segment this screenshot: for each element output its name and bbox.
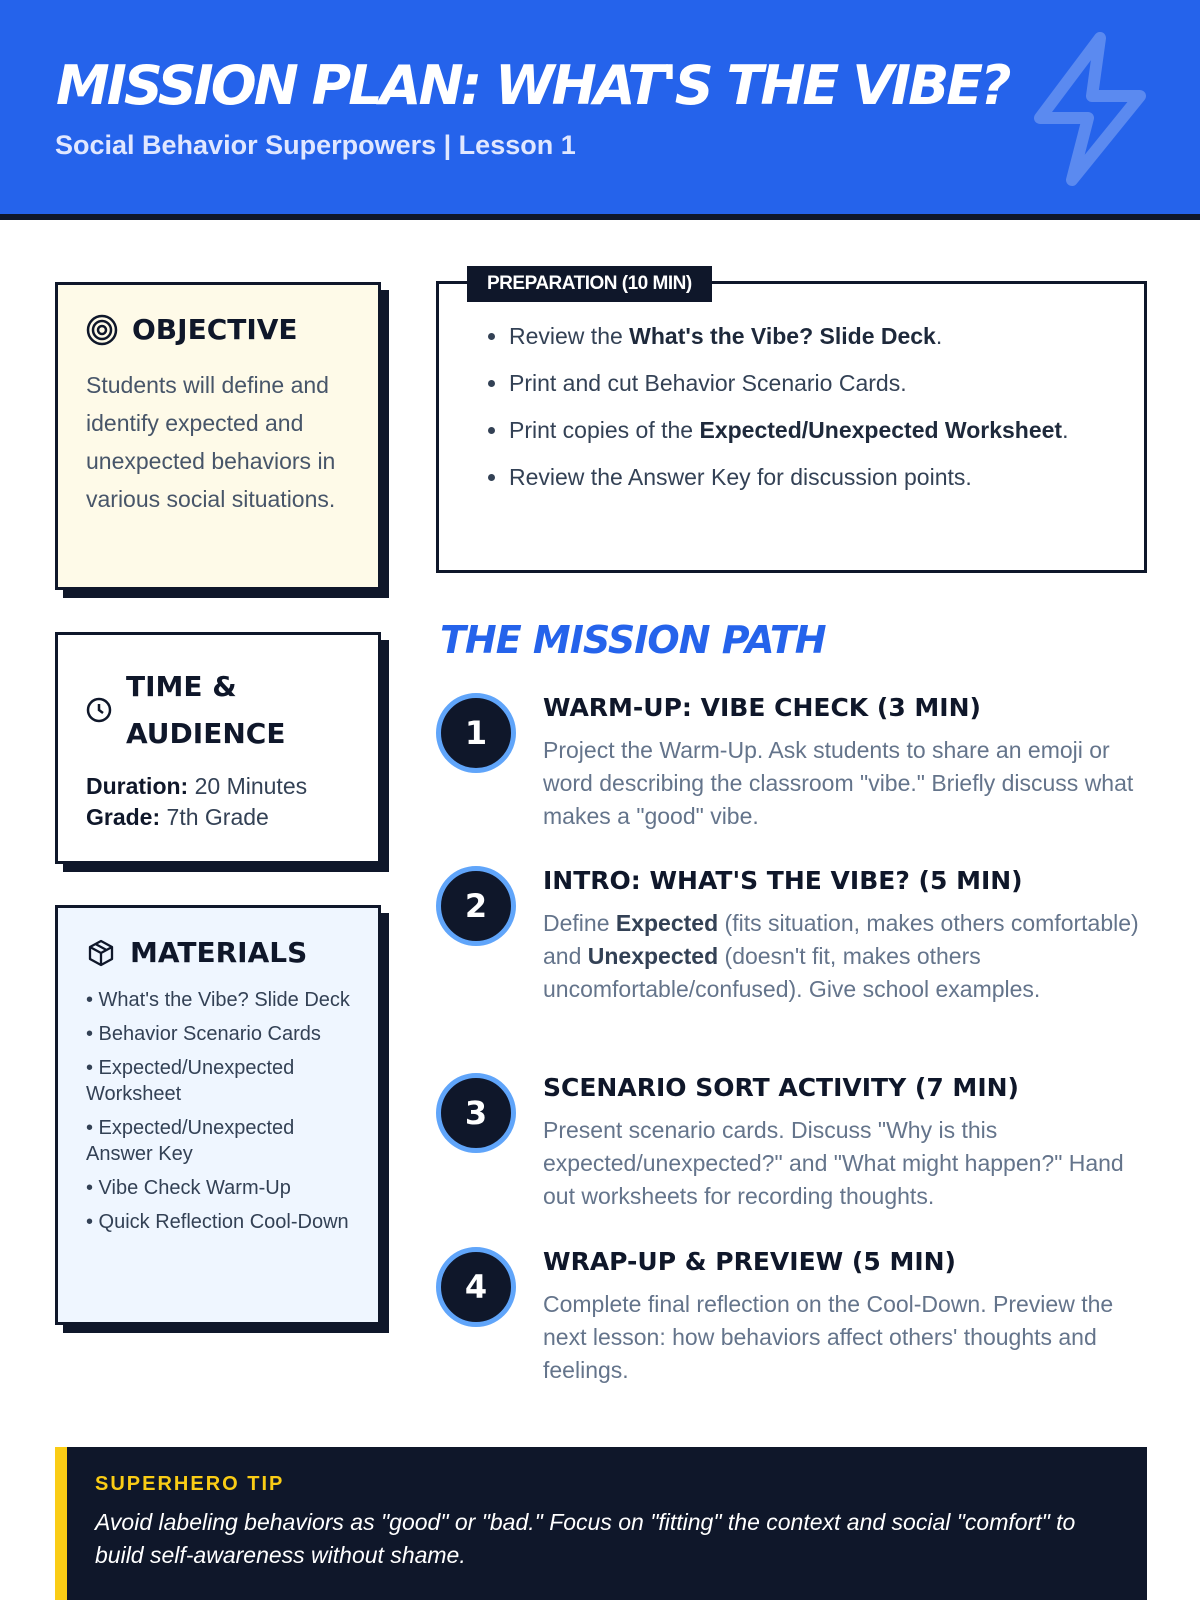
material-item: • Behavior Scenario Cards <box>86 1023 321 1045</box>
step-number: 1 <box>436 693 516 773</box>
page-title: MISSION PLAN: WHAT'S THE VIBE? <box>56 54 1011 117</box>
step-text: Present scenario cards. Discuss "Why is … <box>543 1117 1124 1209</box>
step-2: 2 INTRO: WHAT'S THE VIBE? (5 MIN) Define… <box>436 866 1156 1006</box>
materials-card: MATERIALS • What's the Vibe? Slide Deck … <box>55 905 381 1325</box>
step-title: SCENARIO SORT ACTIVITY (7 MIN) <box>543 1073 1019 1102</box>
step-number: 4 <box>436 1247 516 1327</box>
step-title: WARM-UP: VIBE CHECK (3 MIN) <box>543 693 981 722</box>
step-text: Project the Warm-Up. Ask students to sha… <box>543 737 1134 829</box>
grade-label: Grade: <box>86 804 161 830</box>
time-audience-card: TIME & AUDIENCE Duration: 20 Minutes Gra… <box>55 632 381 864</box>
material-item: • Expected/Unexpected Answer Key <box>86 1117 295 1165</box>
material-item: • Quick Reflection Cool-Down <box>86 1211 349 1233</box>
duration-value: 20 Minutes <box>188 773 308 799</box>
objective-card: OBJECTIVE Students will define and ident… <box>55 282 381 590</box>
material-item: • Vibe Check Warm-Up <box>86 1177 291 1199</box>
material-item: • Expected/Unexpected Worksheet <box>86 1057 295 1105</box>
lightning-icon <box>1034 32 1146 186</box>
step-4: 4 WRAP-UP & PREVIEW (5 MIN) Complete fin… <box>436 1247 1156 1387</box>
preparation-tag: PREPARATION (10 MIN) <box>467 266 712 302</box>
step-3: 3 SCENARIO SORT ACTIVITY (7 MIN) Present… <box>436 1073 1156 1213</box>
step-number: 3 <box>436 1073 516 1153</box>
mission-path-title: THE MISSION PATH <box>440 618 827 662</box>
step-1: 1 WARM-UP: VIBE CHECK (3 MIN) Project th… <box>436 693 1156 833</box>
tip-text: Avoid labeling behaviors as "good" or "b… <box>95 1509 1076 1568</box>
prep-item: Review the Answer Key for discussion poi… <box>509 461 1104 494</box>
step-text: Define Expected (fits situation, makes o… <box>543 910 1139 1002</box>
preparation-box: PREPARATION (10 MIN) Review the What's t… <box>436 266 1147 573</box>
step-text: Complete final reflection on the Cool-Do… <box>543 1291 1114 1383</box>
time-heading: TIME & AUDIENCE <box>126 670 286 750</box>
prep-item: Review the What's the Vibe? Slide Deck. <box>509 320 1104 353</box>
grade-value: 7th Grade <box>160 804 269 830</box>
clock-icon <box>86 697 112 723</box>
prep-item: Print copies of the Expected/Unexpected … <box>509 414 1104 447</box>
objective-heading: OBJECTIVE <box>132 313 298 346</box>
superhero-tip: SUPERHERO TIP Avoid labeling behaviors a… <box>55 1447 1147 1600</box>
page-subtitle: Social Behavior Superpowers | Lesson 1 <box>55 130 576 160</box>
materials-heading: MATERIALS <box>130 936 308 969</box>
duration-label: Duration: <box>86 773 189 799</box>
tip-heading: SUPERHERO TIP <box>95 1473 285 1495</box>
objective-text: Students will define and identify expect… <box>86 372 336 512</box>
target-icon <box>86 314 118 345</box>
header: MISSION PLAN: WHAT'S THE VIBE? Social Be… <box>0 0 1200 220</box>
box-icon <box>88 939 114 966</box>
material-item: • What's the Vibe? Slide Deck <box>86 989 350 1011</box>
step-title: WRAP-UP & PREVIEW (5 MIN) <box>543 1247 956 1276</box>
prep-item: Print and cut Behavior Scenario Cards. <box>509 367 1104 400</box>
step-number: 2 <box>436 866 516 946</box>
step-title: INTRO: WHAT'S THE VIBE? (5 MIN) <box>543 866 1023 895</box>
